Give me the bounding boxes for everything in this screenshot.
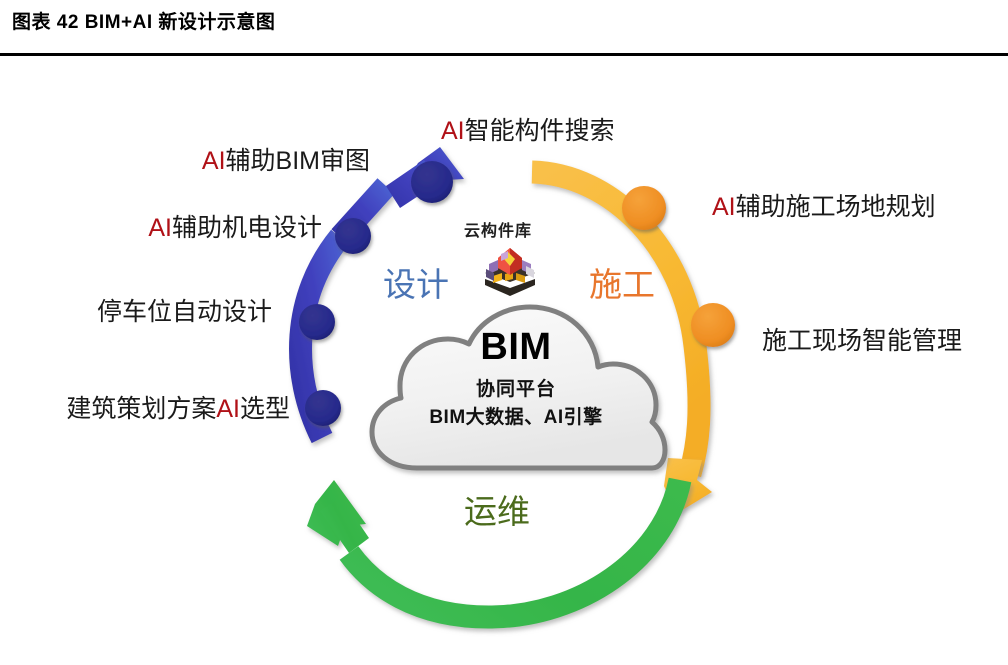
label-site-smart-management: 施工现场智能管理 (762, 328, 963, 355)
header-divider (0, 53, 1008, 56)
label-ai-site-planning: AI辅助施工场地规划 (712, 193, 936, 221)
design-node-3 (335, 218, 371, 254)
design-node-2 (299, 304, 335, 340)
label-review-latin: BIM (275, 147, 320, 175)
phase-label-operations: 运维 (464, 495, 530, 531)
construction-node-2 (691, 303, 735, 347)
label-ai-mep-design: AI辅助机电设计 (148, 214, 322, 242)
bim-cloud-shape (369, 304, 668, 471)
label-site-ai: AI (712, 193, 736, 221)
label-mep-text: 辅助机电设计 (171, 215, 322, 242)
construction-node-1 (622, 186, 666, 230)
label-component-text: 智能构件搜索 (464, 118, 615, 145)
figure-header: 图表 42 BIM+AI 新设计示意图 (0, 0, 1008, 56)
label-review-text: 辅助 (225, 148, 276, 175)
label-scheme-ai-selection: 建筑策划方案AI选型 (66, 395, 290, 423)
label-parking-auto-design: 停车位自动设计 (96, 299, 272, 326)
phase-label-design: 设计 (383, 268, 449, 304)
design-node-4 (411, 161, 453, 203)
isometric-blocks-icon (485, 248, 535, 296)
cycle-graphic (289, 147, 735, 629)
label-site-text: 辅助施工场地规划 (735, 194, 936, 221)
operations-arc (307, 477, 692, 629)
design-arc (289, 147, 464, 444)
page-title: 图表 42 BIM+AI 新设计示意图 (12, 12, 276, 33)
label-scheme-tail: 选型 (239, 396, 290, 423)
label-ai-component-search: AI智能构件搜索 (441, 117, 615, 145)
bim-ai-cycle-diagram: 设计 施工 运维 云构件库 BIM 协同平台 BIM大数据、AI引擎 AI辅助B… (0, 56, 1008, 665)
design-node-1 (305, 390, 341, 426)
label-scheme-ai: AI (216, 395, 240, 423)
label-review-tail: 审图 (319, 148, 370, 175)
phase-label-construction: 施工 (589, 268, 655, 304)
label-review-ai: AI (201, 147, 226, 175)
cloud-library-label: 云构件库 (464, 223, 533, 240)
label-component-ai: AI (441, 117, 465, 145)
label-mep-ai: AI (148, 214, 172, 242)
label-scheme-head: 建筑策划方案 (66, 396, 217, 423)
label-ai-bim-review: AI辅助BIM审图 (201, 147, 370, 175)
